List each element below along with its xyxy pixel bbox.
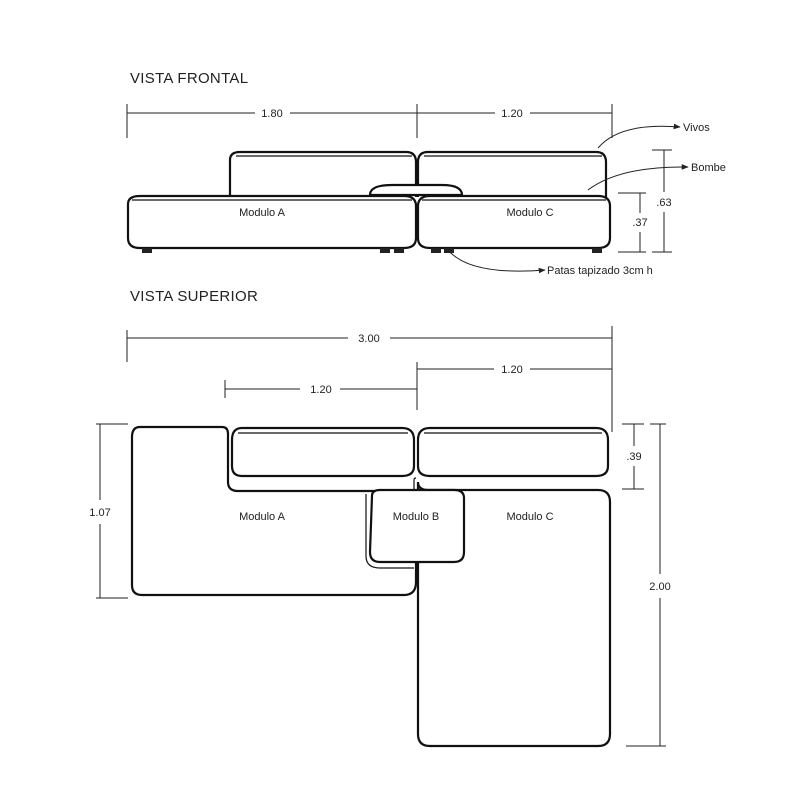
top-label-module-b: Modulo B bbox=[393, 511, 439, 523]
dimension-top-depth-c: 2.00 bbox=[626, 423, 671, 747]
dimension-top-back-depth: .39 bbox=[622, 423, 644, 490]
dim-label-seat-height: .37 bbox=[632, 217, 647, 229]
dimension-front-width-c: 1.20 bbox=[417, 104, 613, 138]
front-view: VISTA FRONTAL 1.80 1.20 bbox=[126, 70, 726, 277]
front-back-cushion-c bbox=[416, 150, 608, 197]
dimension-front-total-height: .63 bbox=[652, 149, 672, 253]
front-view-title: VISTA FRONTAL bbox=[130, 70, 248, 87]
dimension-top-back-a: 1.20 bbox=[224, 380, 417, 398]
dimension-top-depth-a: 1.07 bbox=[89, 423, 128, 599]
front-seat-module-c bbox=[416, 194, 612, 250]
front-module-b-top bbox=[368, 183, 464, 197]
front-label-module-c: Modulo C bbox=[506, 207, 553, 219]
dim-label-depth-c: 2.00 bbox=[649, 581, 670, 593]
dim-label-total-height: .63 bbox=[656, 197, 671, 209]
top-module-b bbox=[368, 488, 466, 564]
dimension-top-back-c: 1.20 bbox=[416, 362, 612, 410]
top-back-cushion-a bbox=[230, 426, 416, 478]
front-seat-module-a bbox=[126, 194, 418, 250]
top-back-cushion-c bbox=[416, 426, 610, 478]
dim-label-front-width-a: 1.80 bbox=[261, 108, 282, 120]
callout-arrow-legs bbox=[447, 249, 546, 274]
dim-label-depth-a: 1.07 bbox=[89, 507, 110, 519]
front-label-module-a: Modulo A bbox=[239, 207, 286, 219]
dim-label-total-width: 3.00 bbox=[358, 333, 379, 345]
top-view-title: VISTA SUPERIOR bbox=[130, 288, 258, 305]
callout-crown: Bombe bbox=[691, 162, 726, 174]
dim-label-back-c: 1.20 bbox=[501, 364, 522, 376]
callout-piping: Vivos bbox=[683, 122, 710, 134]
dim-label-front-width-c: 1.20 bbox=[501, 108, 522, 120]
dim-label-back-depth: .39 bbox=[626, 451, 641, 463]
callout-arrow-piping bbox=[597, 123, 681, 149]
dimension-front-width-a: 1.80 bbox=[126, 104, 418, 138]
dimension-front-seat-height: .37 bbox=[618, 192, 648, 253]
top-label-module-a: Modulo A bbox=[239, 511, 286, 523]
dimension-top-total-width: 3.00 bbox=[126, 326, 613, 432]
dim-label-back-a: 1.20 bbox=[310, 384, 331, 396]
top-view: VISTA SUPERIOR 3.00 1.20 1.20 bbox=[89, 288, 671, 748]
callout-legs: Patas tapizado 3cm h bbox=[547, 265, 653, 277]
front-back-cushion-a bbox=[228, 150, 418, 197]
callout-arrow-crown bbox=[587, 164, 689, 191]
top-label-module-c: Modulo C bbox=[506, 511, 553, 523]
